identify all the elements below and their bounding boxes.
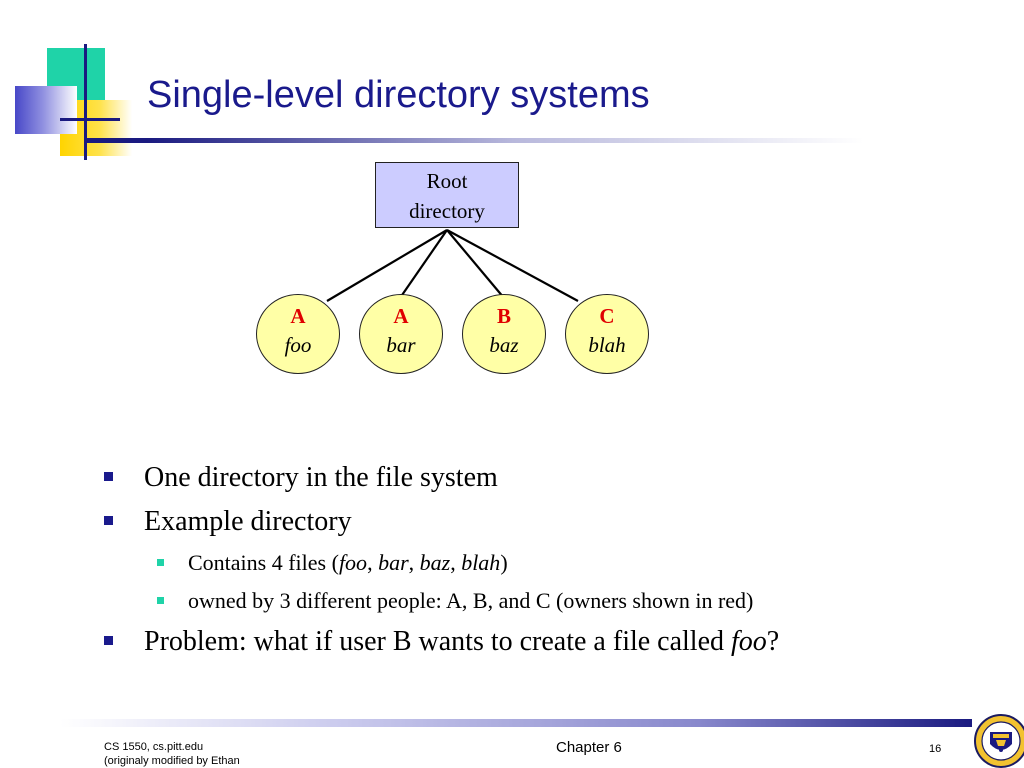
file-node-baz: B baz	[462, 294, 546, 374]
sub-bullet-item: Contains 4 files (foo, bar, baz, blah)	[104, 544, 984, 582]
root-directory-box: Root directory	[375, 162, 519, 228]
file-name: blah	[588, 333, 626, 357]
bullet-text: Problem: what if user B wants to create …	[144, 626, 779, 657]
file-name: foo	[284, 333, 312, 357]
edge-root-to-baz	[446, 229, 505, 299]
bullet-item: Example directory	[104, 500, 984, 544]
filename-bar: bar	[378, 550, 409, 575]
bullet-marker	[104, 472, 113, 481]
filename-foo: foo	[338, 550, 368, 575]
text-run: ,	[367, 550, 379, 575]
edge-root-to-bar	[399, 229, 448, 299]
text-run: ?	[766, 626, 780, 657]
file-name: bar	[386, 333, 416, 357]
text-run: Problem: what if user B wants to create …	[144, 626, 732, 657]
file-node-bar: A bar	[359, 294, 443, 374]
university-seal-logo	[974, 714, 1024, 768]
footer-rule	[60, 719, 972, 727]
sub-bullet-marker	[157, 559, 164, 566]
file-owner: B	[496, 304, 511, 328]
bullet-text: Example directory	[144, 506, 352, 537]
text-run: ,	[450, 550, 462, 575]
bullet-item: Problem: what if user B wants to create …	[104, 620, 984, 664]
bullet-item: One directory in the file system	[104, 456, 984, 500]
bullet-list: One directory in the file system Example…	[104, 456, 984, 664]
slide-title: Single-level directory systems	[147, 74, 650, 116]
footer-credit: (originaly modified by Ethan	[104, 755, 240, 767]
bullet-marker	[104, 636, 113, 645]
edge-root-to-blah	[446, 229, 579, 302]
decorative-horizontal-line	[60, 118, 120, 121]
root-label-line2: directory	[409, 199, 485, 223]
file-node-foo: A foo	[256, 294, 340, 374]
text-run: Contains 4 files (	[188, 550, 339, 575]
file-node-blah: C blah	[565, 294, 649, 374]
decorative-vertical-line	[84, 44, 87, 160]
filename-foo: foo	[731, 626, 767, 657]
file-name: baz	[489, 333, 519, 357]
sub-bullet-item: owned by 3 different people: A, B, and C…	[104, 582, 984, 620]
decorative-block-blue	[15, 86, 77, 134]
footer-chapter: Chapter 6	[556, 739, 622, 756]
filename-blah: blah	[461, 550, 501, 575]
sub-bullet-text: owned by 3 different people: A, B, and C…	[188, 588, 754, 613]
footer-course: CS 1550, cs.pitt.edu	[104, 741, 204, 753]
bullet-text: One directory in the file system	[144, 462, 498, 493]
footer-course-info: CS 1550, cs.pitt.edu (originaly modified…	[104, 740, 240, 768]
text-run: ,	[408, 550, 420, 575]
edge-root-to-foo	[326, 229, 448, 302]
text-run: )	[500, 550, 508, 575]
bullet-marker	[104, 516, 113, 525]
filename-baz: baz	[419, 550, 451, 575]
title-underline	[84, 138, 864, 143]
file-owner: A	[290, 304, 306, 328]
file-owner: A	[393, 304, 409, 328]
slide-number: 16	[929, 743, 942, 755]
root-label-line1: Root	[426, 169, 468, 193]
sub-bullet-marker	[157, 597, 164, 604]
file-owner: C	[599, 304, 615, 328]
sub-bullet-text: Contains 4 files (foo, bar, baz, blah)	[188, 550, 508, 575]
